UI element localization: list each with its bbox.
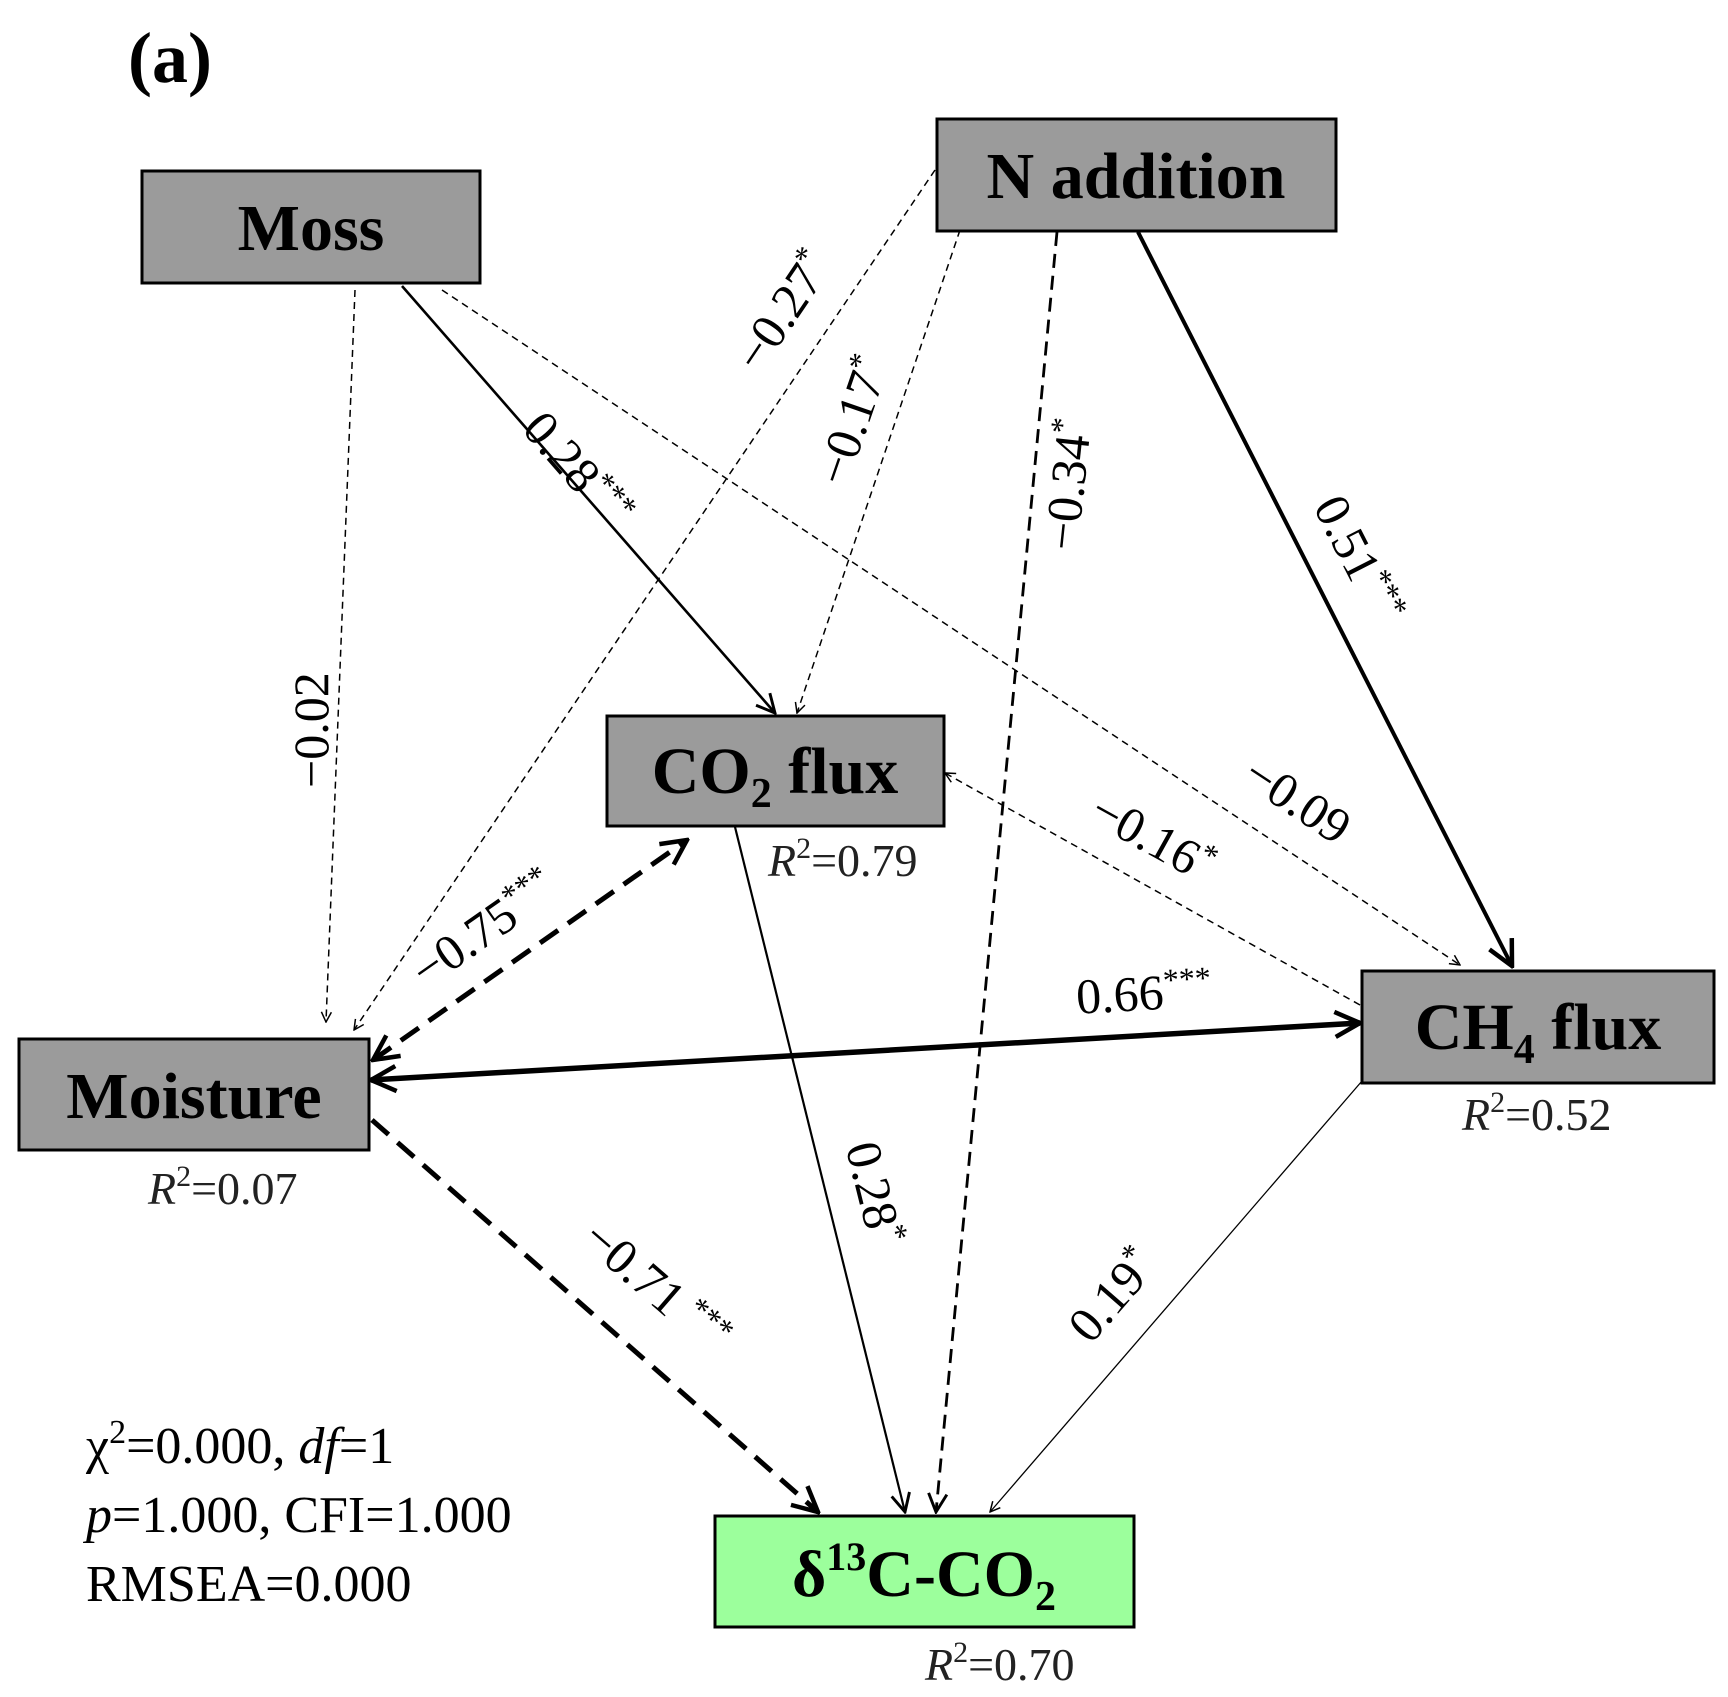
model-fit-stats: χ2=0.000, df=1 p=1.000, CFI=1.000 RMSEA=… (82, 1414, 512, 1613)
fit-rmsea: RMSEA=0.000 (86, 1556, 411, 1613)
panel-label: (a) (128, 18, 212, 98)
coef-n-moisture: −0.27* (721, 239, 843, 381)
node-moisture: Moisture (17, 1037, 371, 1152)
arrow-co2-d13c (733, 826, 905, 1512)
arrow-moss-moisture (326, 289, 356, 1022)
arrow-n-moisture (354, 169, 936, 1030)
arrow-ch4-d13c (990, 1080, 1363, 1512)
r2-moisture: R2=0.07 (147, 1160, 298, 1214)
node-n-addition: N addition (935, 117, 1338, 233)
node-d13c-co2: δ13C-CO2 (713, 1514, 1136, 1629)
svg-text:0.28*: 0.28* (835, 1135, 916, 1249)
fit-chi-square: χ2=0.000, df=1 (85, 1414, 394, 1475)
node-ch4-flux: CH4 flux (1360, 969, 1716, 1085)
arrow-n-ch4 (1136, 231, 1512, 966)
coef-ch4-co2: −0.16* (1082, 779, 1225, 894)
coef-n-d13c: −0.34* (1031, 416, 1102, 553)
node-moss-label: Moss (238, 192, 385, 265)
coef-moss-co2: 0.28*** (512, 399, 645, 539)
coef-ch4-d13c: 0.19* (1055, 1236, 1167, 1352)
svg-text:0.51***: 0.51*** (1303, 485, 1416, 632)
arrow-moisture-ch4 (371, 1023, 1360, 1080)
node-ch4-flux-label: CH4 flux (1415, 991, 1662, 1073)
node-moss: Moss (140, 169, 482, 285)
arrow-moisture-d13c (370, 1118, 818, 1512)
arrow-moss-co2 (401, 285, 775, 713)
svg-text:0.19*: 0.19* (1055, 1236, 1167, 1352)
r2-ch4-flux: R2=0.52 (1461, 1086, 1612, 1140)
r2-d13c-co2: R2=0.70 (924, 1636, 1075, 1690)
coef-moss-moisture: −0.02 (283, 672, 339, 788)
node-n-addition-label: N addition (987, 140, 1286, 213)
arrow-moss-ch4 (441, 289, 1460, 965)
coef-co2-d13c: 0.28* (835, 1135, 916, 1249)
svg-text:−0.09: −0.09 (1234, 744, 1361, 855)
coef-moss-ch4: −0.09 (1234, 744, 1361, 855)
node-co2-flux: CO2 flux (605, 714, 946, 828)
svg-text:−0.02: −0.02 (283, 672, 339, 788)
svg-text:−0.34*: −0.34* (1031, 416, 1102, 553)
coef-n-ch4: 0.51*** (1303, 485, 1416, 632)
arrow-moisture-co2 (373, 840, 687, 1060)
coef-moisture-d13c: −0.71*** (572, 1207, 741, 1365)
arrow-ch4-co2 (945, 773, 1361, 1006)
svg-text:−0.17*: −0.17* (802, 348, 900, 491)
r2-co2-flux: R2=0.79 (767, 832, 918, 886)
svg-text:−0.75***: −0.75*** (399, 857, 566, 998)
node-moisture-label: Moisture (66, 1060, 321, 1133)
svg-text:−0.16*: −0.16* (1082, 779, 1225, 894)
svg-text:0.66***: 0.66*** (1074, 959, 1213, 1024)
path-arrows (326, 169, 1512, 1512)
coef-moisture-ch4: 0.66*** (1074, 959, 1213, 1024)
coef-moisture-co2: −0.75*** (399, 857, 566, 998)
node-d13c-co2-label: δ13C-CO2 (792, 1534, 1056, 1620)
arrow-n-co2 (797, 229, 961, 713)
fit-p-cfi: p=1.000, CFI=1.000 (82, 1487, 512, 1544)
coef-n-co2: −0.17* (802, 348, 900, 491)
node-co2-flux-label: CO2 flux (652, 735, 899, 817)
arrow-n-d13c (936, 231, 1059, 1512)
svg-text:0.28***: 0.28*** (512, 399, 645, 539)
svg-text:−0.71***: −0.71*** (572, 1207, 741, 1365)
svg-text:−0.27*: −0.27* (721, 239, 843, 381)
